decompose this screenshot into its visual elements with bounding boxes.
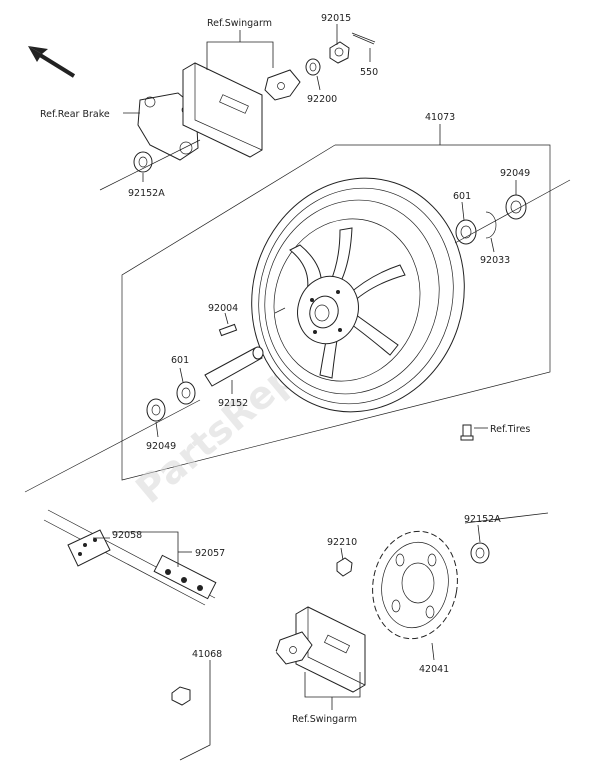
nut-92210	[336, 557, 353, 577]
label-92049-left[interactable]: 92049	[146, 441, 176, 452]
collar-92152	[204, 346, 264, 387]
label-92033[interactable]: 92033	[480, 255, 510, 266]
label-92152[interactable]: 92152	[218, 398, 248, 409]
leader-lines	[93, 24, 549, 761]
label-ref-rear-brake[interactable]: Ref.Rear Brake	[40, 109, 110, 120]
label-92015[interactable]: 92015	[321, 13, 351, 24]
part-labels: Ref.Swingarm 92015 550 92200 Ref.Rear Br…	[40, 13, 530, 725]
label-601-right[interactable]: 601	[453, 191, 471, 202]
label-42041[interactable]: 42041	[419, 664, 449, 675]
washer-92200	[305, 58, 321, 76]
chain-adjuster-top	[264, 69, 301, 101]
label-41068[interactable]: 41068	[192, 649, 222, 660]
bearing-601-right	[455, 219, 477, 245]
label-92200[interactable]: 92200	[307, 94, 337, 105]
valve-stem	[460, 424, 474, 441]
collar-92152A-top	[133, 151, 153, 173]
label-92058[interactable]: 92058	[112, 530, 142, 541]
axis-line-top-left	[99, 139, 201, 191]
label-41073[interactable]: 41073	[425, 112, 455, 123]
rear-sprocket	[372, 530, 458, 640]
nut-92015	[329, 41, 350, 64]
label-ref-swingarm-top[interactable]: Ref.Swingarm	[207, 18, 272, 29]
label-92004[interactable]: 92004	[208, 303, 238, 314]
axis-line-left	[24, 399, 201, 493]
oil-seal-92049-right	[505, 194, 527, 220]
rear-wheel	[251, 177, 465, 413]
wheel-assembly-outline	[121, 144, 551, 481]
cotter-pin-550	[351, 32, 376, 43]
axis-line-right	[454, 179, 571, 244]
label-601-left[interactable]: 601	[171, 355, 189, 366]
axle-41068	[171, 649, 278, 706]
collar-92152A-bottom	[470, 542, 490, 564]
pin-92004	[218, 323, 238, 337]
swingarm-block-top	[182, 62, 263, 158]
label-ref-swingarm-bottom[interactable]: Ref.Swingarm	[292, 714, 357, 725]
label-92049-right[interactable]: 92049	[500, 168, 530, 179]
label-ref-tires[interactable]: Ref.Tires	[490, 424, 530, 435]
bearing-601-left	[176, 381, 196, 405]
label-92057[interactable]: 92057	[195, 548, 225, 559]
label-92152A-bottom[interactable]: 92152A	[464, 514, 501, 525]
label-92210[interactable]: 92210	[327, 537, 357, 548]
swingarm-block-bottom	[295, 606, 366, 693]
drive-chain	[43, 509, 217, 606]
oil-seal-92049-left	[146, 398, 166, 422]
circlip-92033	[485, 211, 497, 239]
label-550[interactable]: 550	[360, 67, 378, 78]
direction-arrow-icon	[28, 46, 76, 78]
label-92152A-top[interactable]: 92152A	[128, 188, 165, 199]
